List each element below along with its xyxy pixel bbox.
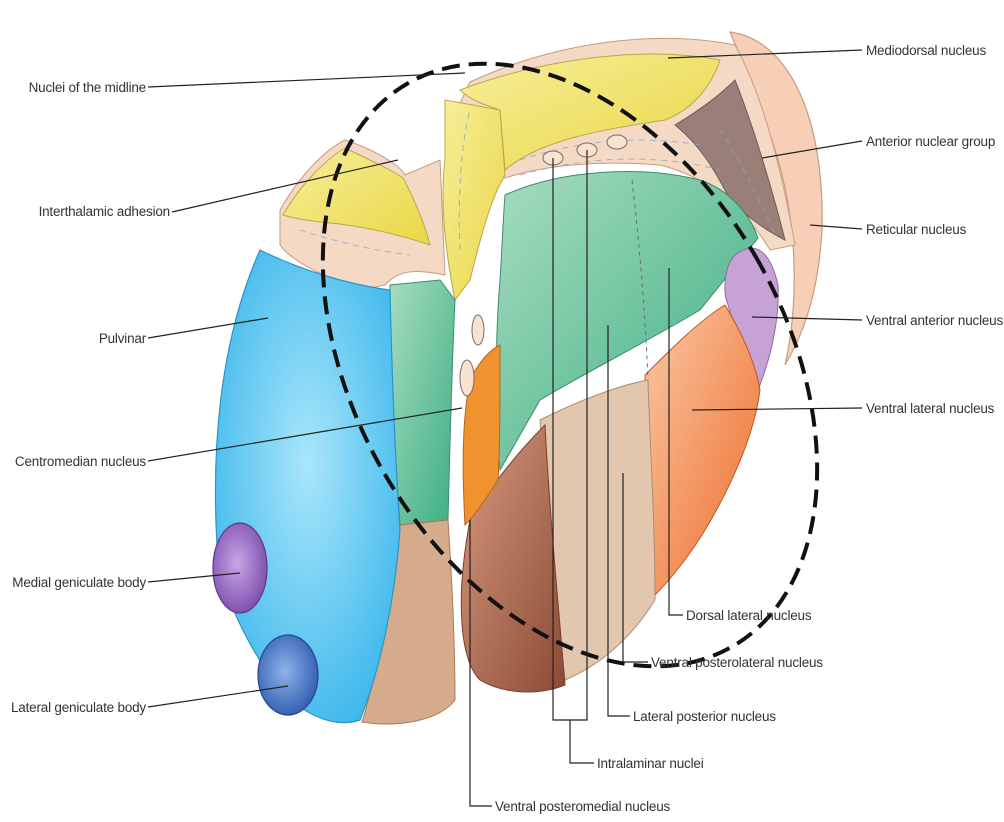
label-ventral-lateral-nucleus: Ventral lateral nucleus xyxy=(866,401,995,416)
label-lateral-posterior-nucleus: Lateral posterior nucleus xyxy=(633,709,776,724)
intralaminar-oval-3 xyxy=(607,135,627,149)
label-ventral-anterior-nucleus: Ventral anterior nucleus xyxy=(866,313,1003,328)
label-anterior-nuclear-group: Anterior nuclear group xyxy=(866,134,995,149)
mediodorsal-lower-region xyxy=(443,100,505,300)
label-ventral-posterolateral-nucleus: Ventral posterolateral nucleus xyxy=(651,655,823,670)
label-interthalamic-adhesion: Interthalamic adhesion xyxy=(39,204,170,219)
label-medial-geniculate-body: Medial geniculate body xyxy=(12,575,146,590)
centromedian-oval-1 xyxy=(460,360,474,396)
green-strip-region xyxy=(390,280,455,525)
label-lateral-geniculate-body: Lateral geniculate body xyxy=(11,700,146,715)
lateral-geniculate-region xyxy=(258,635,318,715)
medial-geniculate-region xyxy=(213,523,267,613)
label-dorsal-lateral-nucleus: Dorsal lateral nucleus xyxy=(686,608,812,623)
label-mediodorsal-nucleus: Mediodorsal nucleus xyxy=(866,43,986,58)
ventral-lateral-region xyxy=(645,305,760,595)
centromedian-oval-2 xyxy=(472,315,484,345)
label-ventral-posteromedial-nucleus: Ventral posteromedial nucleus xyxy=(495,799,671,814)
label-reticular-nucleus: Reticular nucleus xyxy=(866,222,967,237)
label-pulvinar: Pulvinar xyxy=(99,331,147,346)
leader-nuclei-midline xyxy=(148,73,465,87)
label-nuclei-of-the-midline: Nuclei of the midline xyxy=(29,80,146,95)
label-centromedian-nucleus: Centromedian nucleus xyxy=(15,454,147,469)
label-intralaminar-nuclei: Intralaminar nuclei xyxy=(597,756,704,771)
